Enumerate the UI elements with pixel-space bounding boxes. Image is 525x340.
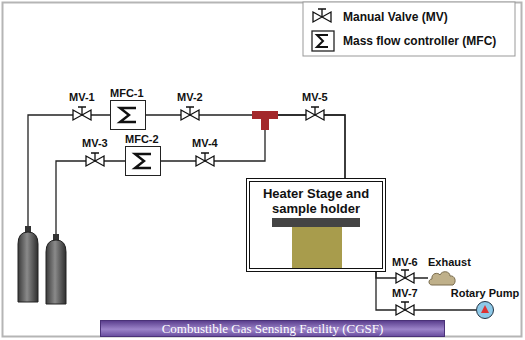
tee-junction xyxy=(261,119,269,130)
manual-valve xyxy=(396,270,414,283)
manual-valve xyxy=(396,302,414,315)
valve-label: MV-3 xyxy=(82,137,108,149)
valve-label: MV-1 xyxy=(69,91,95,103)
sigma-symbol xyxy=(317,35,328,47)
heater-chamber: Heater Stage and sample holder xyxy=(246,178,386,272)
gas-cylinder xyxy=(18,232,38,302)
legend-entry: Mass flow controller (MFC) xyxy=(343,34,496,48)
valve-label: MV-4 xyxy=(192,137,218,149)
manual-valve xyxy=(306,107,324,120)
mass-flow-controller: MFC-2 xyxy=(125,146,161,176)
valve-label: MV-6 xyxy=(392,256,418,268)
gas-line xyxy=(146,115,345,178)
gas-cylinder xyxy=(46,240,66,304)
component-label: Rotary Pump xyxy=(451,287,519,299)
sample-holder xyxy=(272,218,360,227)
exhaust-cloud xyxy=(428,270,456,286)
legend-box xyxy=(303,2,515,56)
valve-label: MV-5 xyxy=(302,91,328,103)
component-label: MFC-1 xyxy=(110,87,144,99)
pump-rotor xyxy=(481,305,489,313)
component-label: Exhaust xyxy=(428,256,471,268)
manual-valve xyxy=(181,107,199,120)
valve-label: MV-2 xyxy=(177,91,203,103)
sigma-symbol xyxy=(120,108,136,122)
manual-valve xyxy=(196,153,214,166)
pump-body xyxy=(477,302,494,319)
legend-entry: Manual Valve (MV) xyxy=(343,10,448,24)
gas-line xyxy=(161,115,345,178)
tee-junction xyxy=(252,111,278,119)
heater-stage xyxy=(292,227,342,268)
gas-line xyxy=(28,115,110,226)
exhaust-outlet: Exhaust xyxy=(428,270,456,286)
gas-line xyxy=(56,161,125,234)
mass-flow-controller: MFC-1 xyxy=(110,100,146,130)
pump-symbol xyxy=(476,301,494,319)
exhaust-cloud xyxy=(429,272,455,285)
legend-text: Manual Valve (MV) xyxy=(343,10,448,24)
legend-valve-symbol xyxy=(313,9,331,22)
sigma-symbol xyxy=(135,154,151,168)
valve-label: MV-7 xyxy=(392,287,418,299)
component-label: MFC-2 xyxy=(125,133,159,145)
frame xyxy=(3,3,522,337)
manual-valve xyxy=(86,153,104,166)
rotary-pump: Rotary Pump xyxy=(476,301,494,319)
title-band: Combustible Gas Sensing Facility (CGSF) xyxy=(100,320,445,337)
manual-valve xyxy=(73,107,91,120)
title-text: Combustible Gas Sensing Facility (CGSF) xyxy=(101,321,444,336)
legend-text: Mass flow controller (MFC) xyxy=(343,34,496,48)
chamber-label: Heater Stage and sample holder xyxy=(250,182,382,216)
legend-mfc-symbol xyxy=(312,31,334,51)
